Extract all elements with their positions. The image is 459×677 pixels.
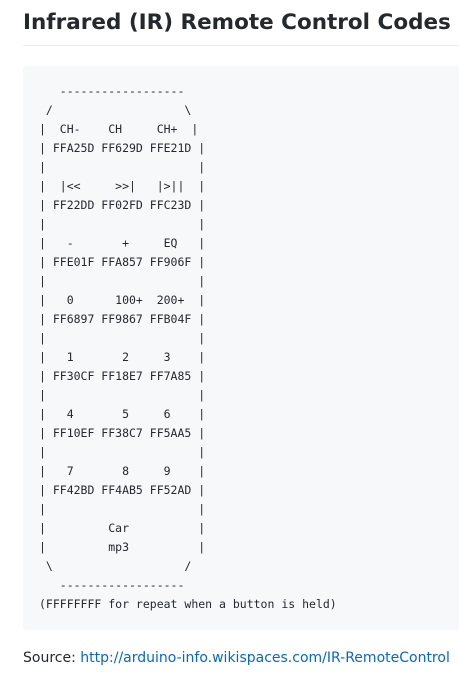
- code-line: \ /: [39, 559, 192, 573]
- code-line: | 7 8 9 |: [39, 464, 206, 478]
- code-line: | - + EQ |: [39, 236, 206, 250]
- source-label: Source:: [23, 650, 81, 666]
- code-line: | FFE01F FFA857 FF906F |: [39, 255, 206, 269]
- code-line: | FF10EF FF38C7 FF5AA5 |: [39, 426, 206, 440]
- source-link[interactable]: http://arduino-info.wikispaces.com/IR-Re…: [80, 650, 450, 666]
- code-line: | 1 2 3 |: [39, 350, 206, 364]
- page-title: Infrared (IR) Remote Control Codes: [23, 10, 459, 46]
- code-line: | Car |: [39, 521, 206, 535]
- code-line: | |: [39, 388, 206, 402]
- code-line: | CH- CH CH+ |: [39, 122, 199, 136]
- code-line: | |: [39, 217, 206, 231]
- code-line: | 4 5 6 |: [39, 407, 206, 421]
- code-line: / \: [39, 103, 192, 117]
- code-line: | |: [39, 331, 206, 345]
- code-line: | |: [39, 445, 206, 459]
- code-line: | |: [39, 274, 206, 288]
- code-line: | FF30CF FF18E7 FF7A85 |: [39, 369, 206, 383]
- code-line: | FF42BD FF4AB5 FF52AD |: [39, 483, 206, 497]
- code-line: (FFFFFFFF for repeat when a button is he…: [39, 597, 337, 611]
- code-line: | |: [39, 502, 206, 516]
- code-line: | |: [39, 160, 206, 174]
- code-line: | |<< >>| |>|| |: [39, 179, 206, 193]
- code-line: | FF6897 FF9867 FFB04F |: [39, 312, 206, 326]
- code-line: ------------------: [39, 84, 185, 98]
- code-block: ------------------ / \ | CH- CH CH+ | | …: [23, 66, 459, 630]
- code-line: | FFA25D FF629D FFE21D |: [39, 141, 206, 155]
- code-line: | mp3 |: [39, 540, 206, 554]
- code-line: | FF22DD FF02FD FFC23D |: [39, 198, 206, 212]
- source-line: Source: http://arduino-info.wikispaces.c…: [23, 648, 450, 668]
- remote-code-listing: ------------------ / \ | CH- CH CH+ | | …: [39, 82, 459, 614]
- code-line: | 0 100+ 200+ |: [39, 293, 206, 307]
- code-line: ------------------: [39, 578, 185, 592]
